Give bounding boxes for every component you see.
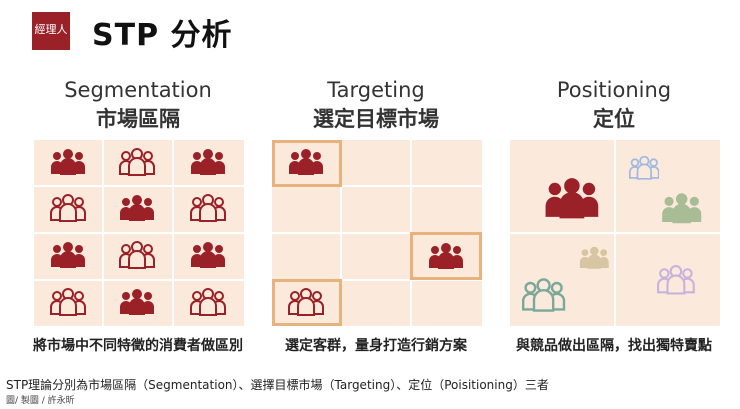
grid-divider [510, 232, 720, 234]
people-group-icon [544, 175, 600, 222]
people-group-icon [628, 155, 660, 181]
target-highlight-box [272, 140, 342, 187]
people-group-icon [50, 240, 86, 270]
targeting-heading: Targeting 選定目標市場 [266, 76, 486, 134]
footer-description: STP理論分別為市場區隔（Segmentation）、選擇目標市場（Target… [6, 378, 549, 392]
people-group-icon [522, 277, 566, 313]
people-group-icon [50, 287, 86, 317]
positioning-heading-zh: 定位 [593, 107, 635, 131]
positioning-heading: Positioning 定位 [504, 76, 724, 134]
segmentation-caption: 將市場中不同特徵的消費者做區別 [33, 338, 243, 354]
grid-divider [34, 279, 244, 281]
grid-divider [34, 232, 244, 234]
grid-divider [272, 279, 482, 281]
people-group-icon [579, 245, 610, 271]
segmentation-heading: Segmentation 市場區隔 [28, 76, 248, 134]
targeting-caption: 選定客群，量身打造行銷方案 [285, 338, 467, 354]
people-group-icon [661, 191, 702, 226]
people-group-icon [119, 193, 155, 223]
people-group-icon [190, 193, 226, 223]
grid-divider [34, 185, 244, 187]
people-group-icon [119, 287, 155, 317]
brand-logo: 經理人 [32, 12, 70, 50]
people-group-icon [119, 240, 155, 270]
people-group-icon [288, 147, 324, 177]
people-group-icon [288, 287, 324, 317]
segmentation-grid [34, 140, 244, 326]
target-highlight-box [410, 232, 482, 280]
image-credit: 圖/ 製圖 / 許永昕 [6, 396, 75, 406]
people-group-icon [190, 287, 226, 317]
targeting-grid [272, 140, 482, 326]
people-group-icon [50, 147, 86, 177]
people-group-icon [50, 193, 86, 223]
people-group-icon [190, 240, 226, 270]
positioning-caption: 與競品做出區隔，找出獨特賣點 [516, 338, 712, 354]
people-group-icon [428, 241, 464, 271]
positioning-grid [510, 140, 720, 326]
logo-text: 經理人 [34, 23, 68, 36]
targeting-heading-en: Targeting [327, 78, 425, 102]
page-title: STP 分析 [92, 18, 233, 53]
people-group-icon [657, 264, 695, 296]
grid-divider [272, 185, 482, 187]
target-highlight-box [272, 279, 342, 326]
people-group-icon [119, 147, 155, 177]
positioning-heading-en: Positioning [556, 78, 672, 102]
segmentation-heading-zh: 市場區隔 [96, 107, 180, 131]
people-group-icon [190, 147, 226, 177]
targeting-heading-zh: 選定目標市場 [313, 107, 439, 131]
grid-divider [272, 232, 482, 234]
segmentation-heading-en: Segmentation [64, 78, 212, 102]
